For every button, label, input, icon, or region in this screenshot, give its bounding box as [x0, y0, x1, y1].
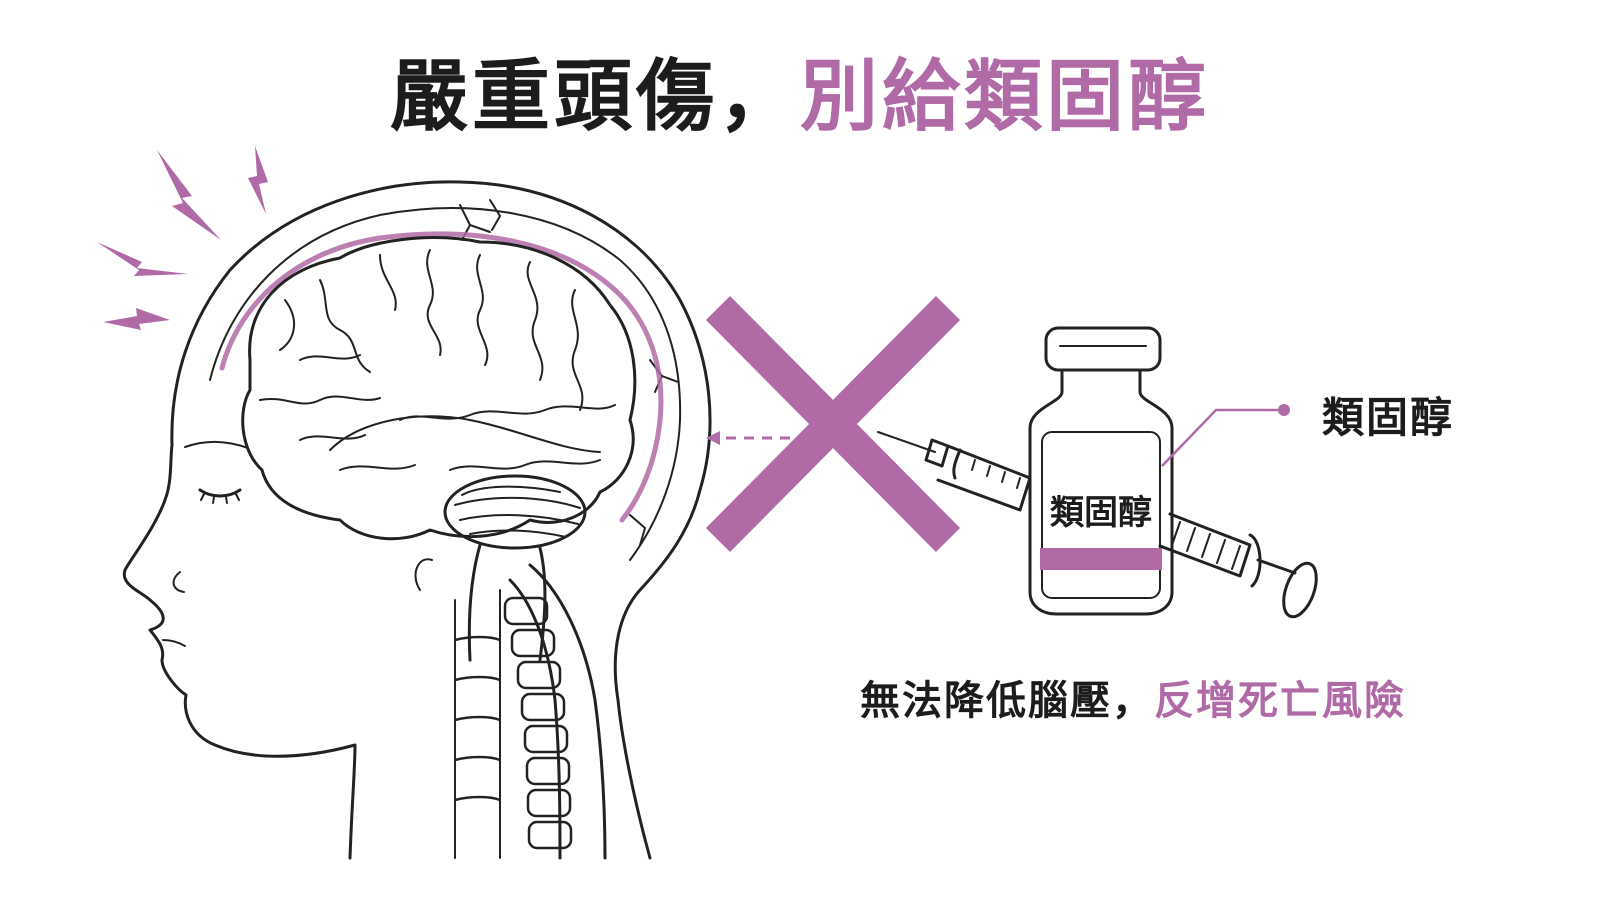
lightning-bolt-icon: [103, 308, 170, 330]
syringe-icon: [877, 431, 1318, 619]
head-outline: [122, 180, 712, 860]
headline-part-2: 別給類固醇: [800, 52, 1211, 142]
cross-mark-icon: [705, 296, 961, 552]
lightning-bolt-icon: [97, 242, 188, 276]
spine: [454, 563, 607, 860]
caption-part-1: 無法降低腦壓，: [860, 678, 1154, 724]
headline-part-1: 嚴重頭傷，: [389, 52, 800, 142]
dashed-arrow-left-icon: [706, 431, 790, 445]
vial-icon: 類固醇: [1028, 326, 1174, 616]
lightning-bolt-icon: [248, 146, 268, 214]
caption: 無法降低腦壓，反增死亡風險: [860, 668, 1406, 726]
brain-swelling-glow: [219, 231, 664, 523]
brain: [241, 236, 637, 662]
vial-label: 類固醇: [1050, 493, 1152, 533]
lightning-bolt-icon: [157, 150, 221, 240]
headline: 嚴重頭傷，別給類固醇: [0, 34, 1600, 146]
callout-label: 類固醇: [1322, 393, 1455, 442]
caption-part-2: 反增死亡風險: [1154, 678, 1406, 724]
callout-leader: [1161, 404, 1290, 467]
